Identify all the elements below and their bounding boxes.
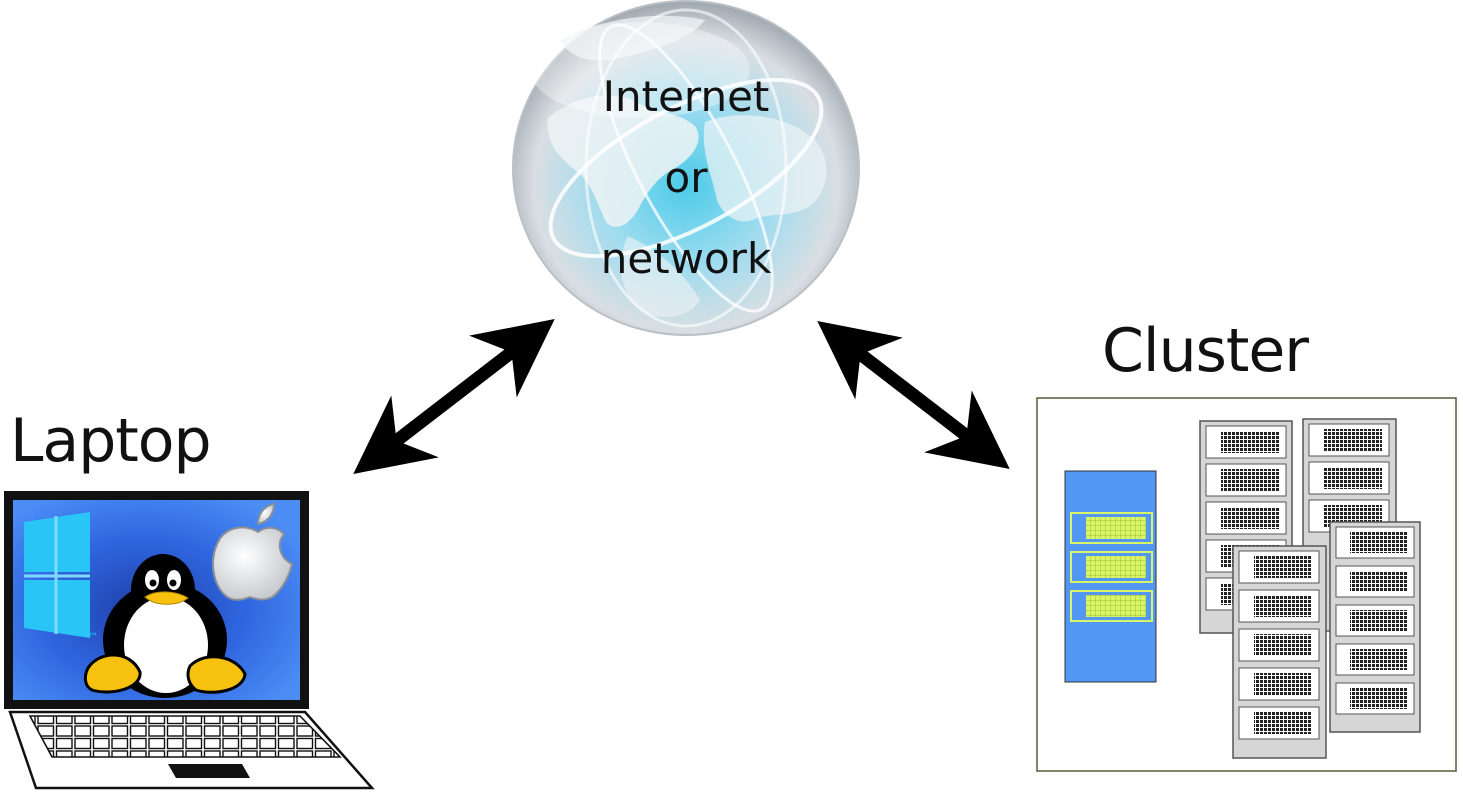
laptop-label: Laptop — [10, 406, 212, 476]
trademark-symbol: ™ — [88, 632, 98, 643]
cluster-label: Cluster — [1102, 316, 1309, 386]
laptop-icon: ™ — [4, 491, 375, 790]
globe-icon — [512, 0, 860, 336]
tux-penguin-icon — [83, 554, 247, 698]
globe-label: Internet or network — [566, 56, 806, 299]
windows-logo-icon — [24, 512, 90, 638]
globe-label-line-2: or — [664, 153, 708, 202]
blue-server-rack — [1064, 470, 1157, 683]
globe-label-line-3: network — [600, 234, 772, 283]
arrow-globe-cluster — [817, 320, 1010, 470]
server-rack-d — [1232, 545, 1327, 759]
server-cluster-icon — [1036, 397, 1457, 772]
arrow-laptop-globe — [353, 318, 555, 475]
apple-logo-icon — [211, 502, 294, 601]
globe-label-line-1: Internet — [602, 72, 770, 121]
server-rack-c — [1329, 521, 1421, 733]
